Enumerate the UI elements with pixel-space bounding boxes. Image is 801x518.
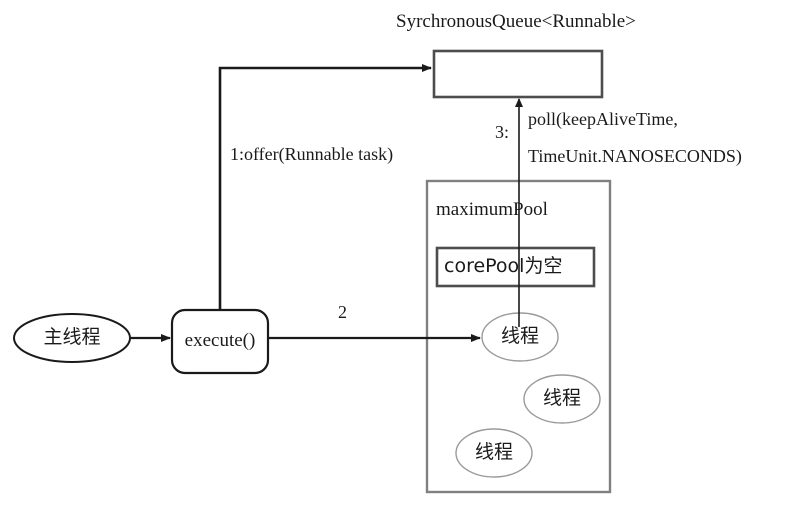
synchronous-queue-box (432, 49, 604, 99)
main-thread-label: 主线程 (43, 326, 101, 348)
edge-offer-path (218, 64, 432, 310)
thread-label-3: 线程 (474, 441, 513, 463)
poll-line2-label: TimeUnit.NANOSECONDS) (528, 146, 742, 166)
queue-title-label: SyrchronousQueue<Runnable> (396, 11, 636, 32)
core-pool-box (435, 246, 596, 288)
thread-label-1: 线程 (500, 325, 539, 347)
poll-step-number-label: 3: (495, 122, 510, 142)
core-pool-label: corePool为空 (444, 255, 563, 277)
execute-to-thread-label: 2 (338, 302, 347, 322)
thread-ellipse-3 (455, 428, 533, 478)
poll-line1-label: poll(keepAliveTime, (528, 109, 678, 129)
thread-label-2: 线程 (542, 387, 581, 409)
maximum-pool-label: maximumPool (436, 199, 548, 220)
execute-label: execute() (184, 330, 256, 351)
offer-edge-label: 1:offer(Runnable task) (230, 144, 394, 164)
thread-ellipse-2 (523, 374, 601, 424)
thread-ellipse-1 (481, 312, 559, 362)
